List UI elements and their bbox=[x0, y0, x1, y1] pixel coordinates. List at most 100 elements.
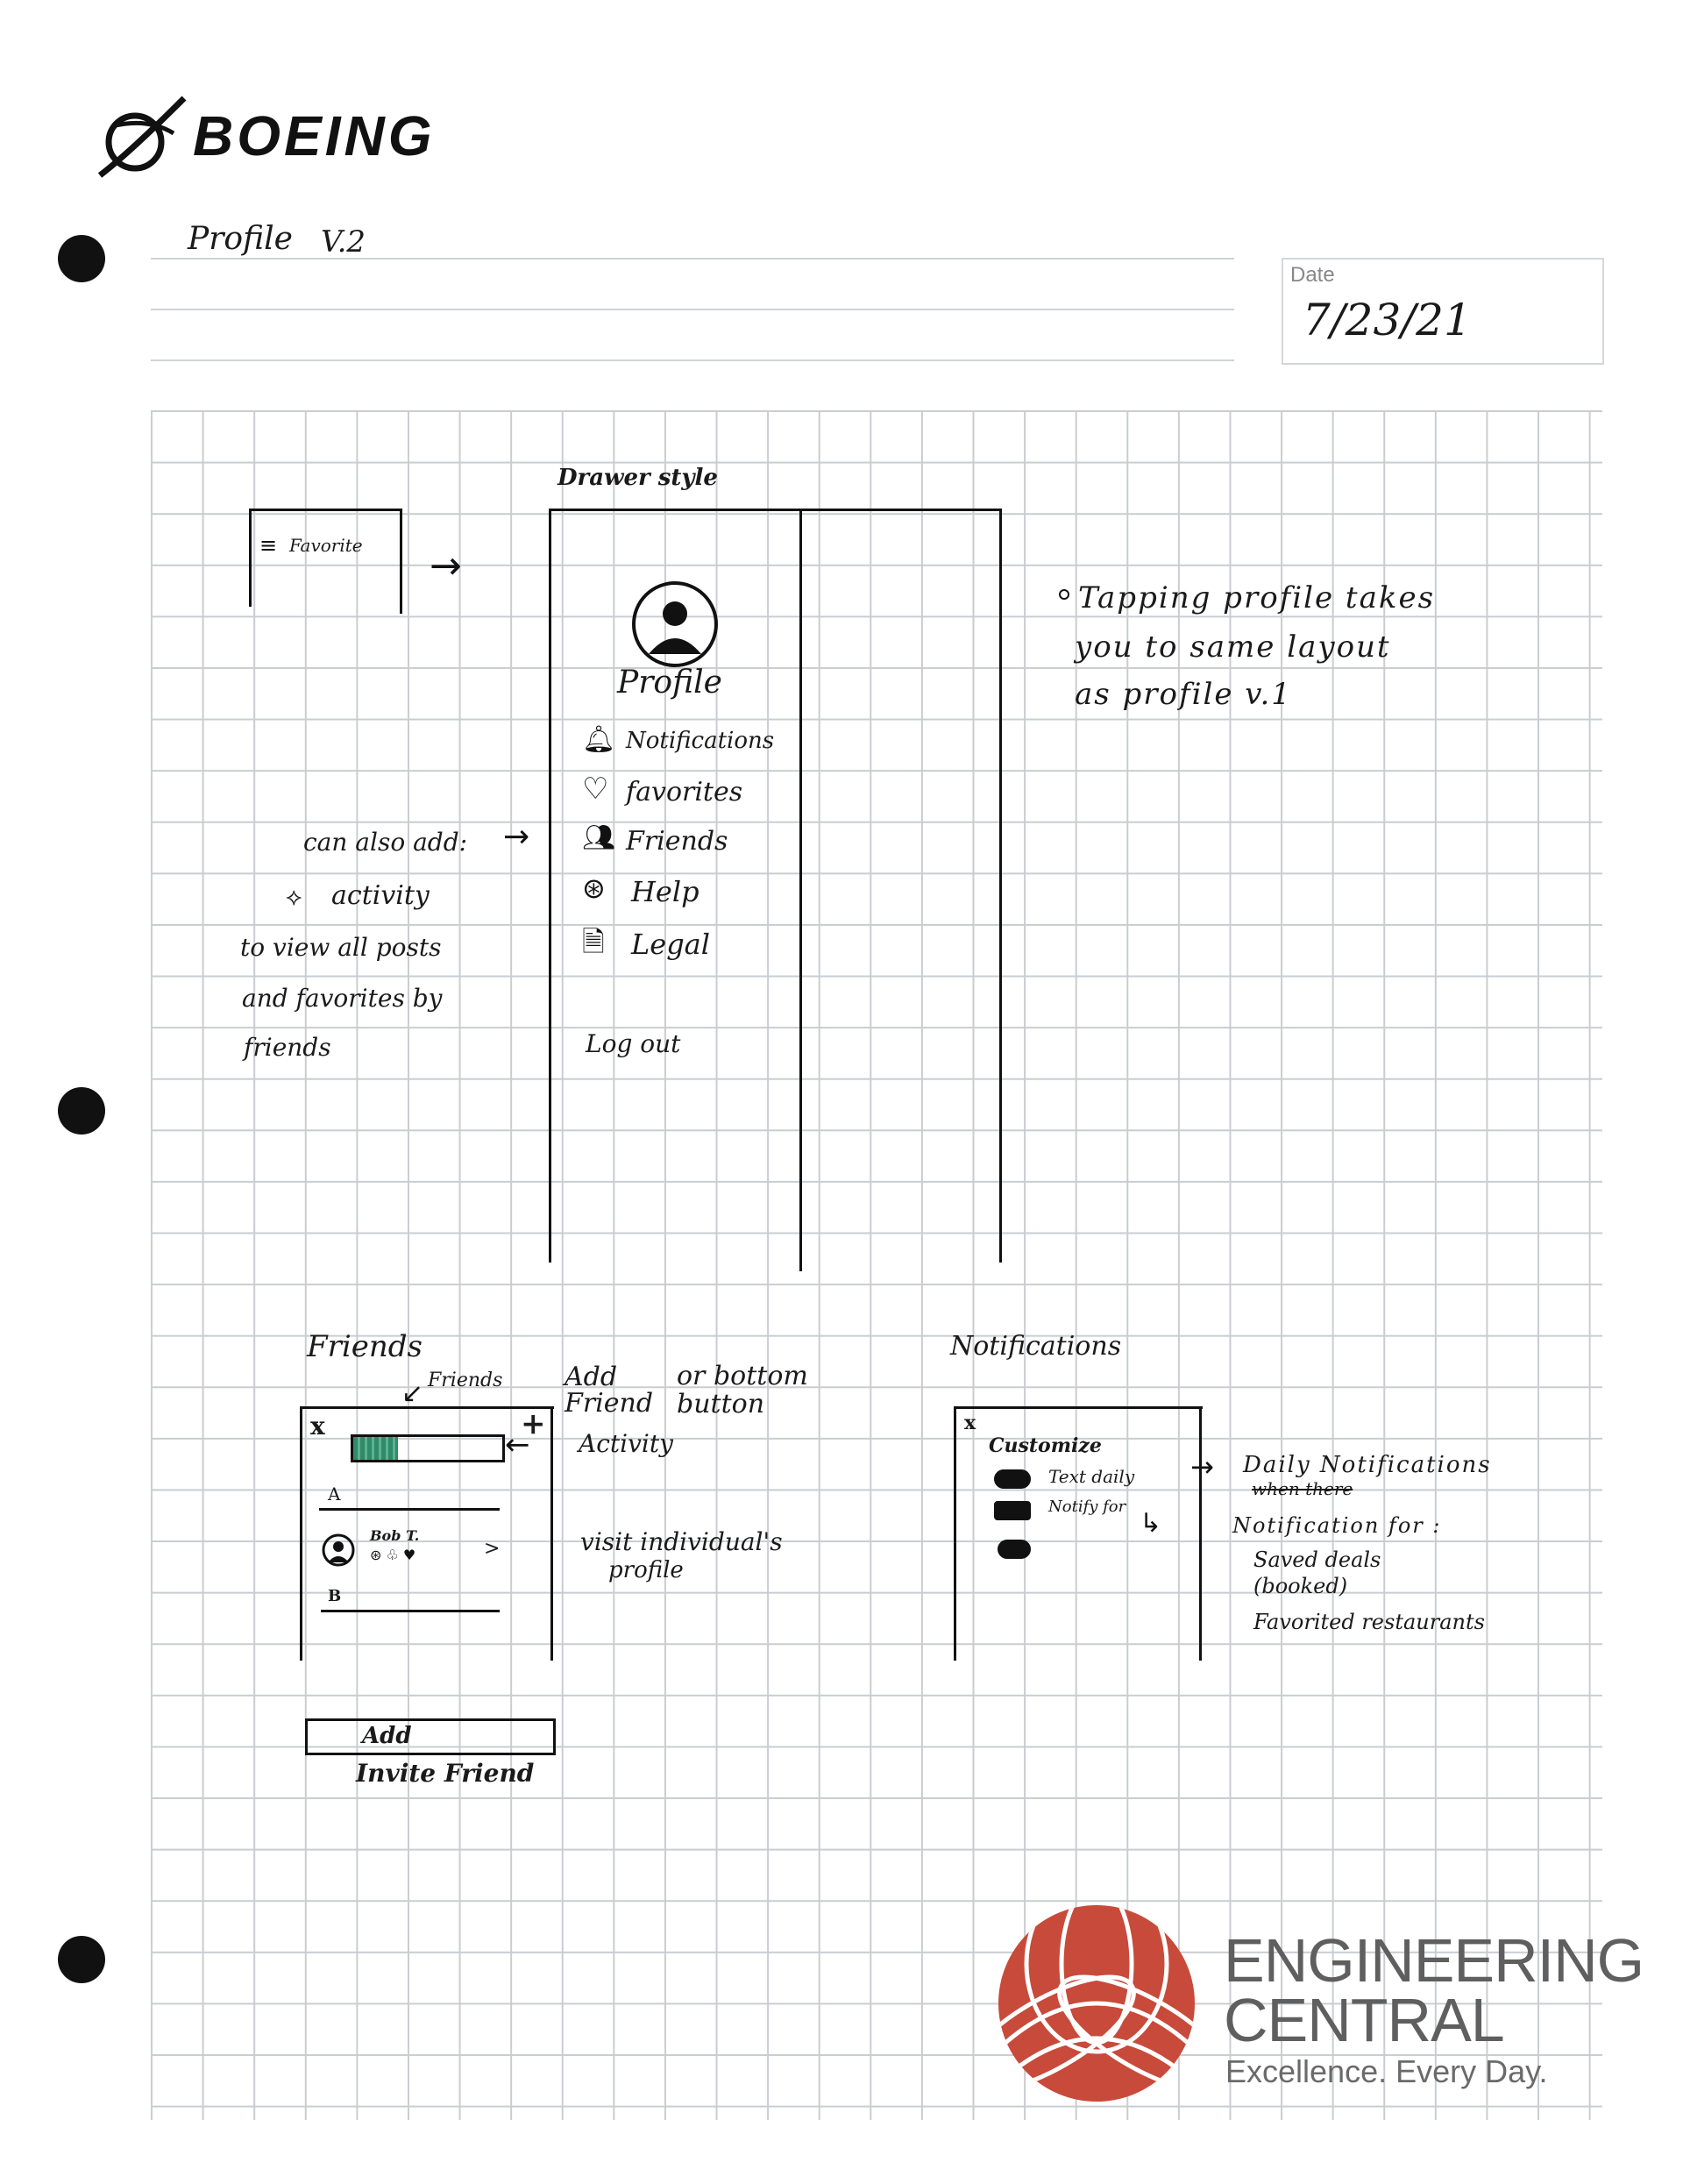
drawer-top-edge bbox=[550, 509, 1001, 511]
punch-hole-bottom bbox=[58, 1936, 105, 1983]
notify-for-arrow-icon: ↳ bbox=[1140, 1508, 1162, 1539]
date-box: Date 7/23/21 bbox=[1282, 258, 1604, 365]
graph-paper-grid bbox=[151, 410, 1602, 2120]
friends-add-icon[interactable]: + bbox=[521, 1406, 546, 1441]
notif-phone-top-edge bbox=[955, 1406, 1203, 1409]
boeing-wordmark: BOEING bbox=[193, 104, 436, 167]
page-title: Profile bbox=[188, 221, 293, 257]
friends-title: Friends bbox=[307, 1329, 423, 1364]
friend-stats-icons: ⊛ ♧ ♥ bbox=[370, 1547, 416, 1563]
avatar[interactable] bbox=[629, 579, 721, 670]
bullet-favorited-restaurants: Favorited restaurants bbox=[1253, 1610, 1485, 1634]
visit-profile-annotation-2: profile bbox=[608, 1557, 684, 1583]
punch-hole-middle bbox=[58, 1087, 105, 1135]
side-note-line-1: can also add: bbox=[303, 828, 468, 857]
customize-label: Customize bbox=[989, 1434, 1102, 1457]
people-icon: 👥︎ bbox=[582, 822, 616, 853]
toggle-switch[interactable] bbox=[994, 1469, 1031, 1489]
curved-arrow-icon: ↙ bbox=[401, 1378, 424, 1409]
notifications-title: Notifications bbox=[950, 1331, 1122, 1362]
bottom-button-annotation: or bottom button bbox=[677, 1361, 808, 1419]
toggle-switch[interactable] bbox=[998, 1540, 1031, 1559]
drawer-divider bbox=[799, 509, 802, 1271]
org-name-line-2: CENTRAL bbox=[1224, 1986, 1505, 2054]
lifebuoy-icon: ⊛ bbox=[582, 871, 606, 905]
small-phone-left-edge bbox=[249, 509, 252, 607]
add-friend-annotation: Add Friend bbox=[565, 1362, 654, 1419]
toggle-label: Notify for bbox=[1048, 1497, 1126, 1516]
notif-phone-right-edge bbox=[1199, 1406, 1202, 1661]
right-arrow-icon: → bbox=[430, 544, 462, 588]
bullet-dot bbox=[1059, 589, 1069, 600]
drawer-profile-label: Profile bbox=[617, 665, 722, 701]
bell-icon: 🔔︎ bbox=[582, 724, 616, 755]
notif-close-icon[interactable]: x bbox=[964, 1412, 976, 1434]
add-button-label: Add bbox=[362, 1723, 412, 1749]
hamburger-menu-icon[interactable]: ≡ bbox=[259, 533, 278, 558]
daily-notifications-note: Daily Notifications bbox=[1243, 1452, 1492, 1478]
logout-link[interactable]: Log out bbox=[586, 1029, 681, 1058]
drawer-menu-label: Help bbox=[631, 875, 699, 908]
notif-phone-left-edge bbox=[954, 1406, 956, 1661]
activity-arrow-icon: ← bbox=[505, 1427, 530, 1462]
small-phone-right-edge bbox=[400, 509, 402, 614]
section-a-divider bbox=[319, 1508, 500, 1511]
daily-arrow-icon: → bbox=[1190, 1450, 1214, 1483]
header-rule-1 bbox=[151, 258, 1234, 260]
drawer-menu-label: Legal bbox=[631, 928, 710, 961]
engineering-central-emblem bbox=[998, 1905, 1195, 2102]
toggle-switch[interactable] bbox=[994, 1501, 1031, 1520]
toggle-label: Text daily bbox=[1048, 1466, 1135, 1487]
drawer-menu-label: favorites bbox=[626, 777, 743, 807]
document-icon: 🗎︎ bbox=[582, 925, 605, 958]
section-b-divider bbox=[321, 1610, 500, 1612]
friends-phone-right-edge bbox=[550, 1406, 553, 1661]
friend-list-item[interactable]: Bob T. ⊛ ♧ ♥ > bbox=[321, 1527, 505, 1576]
org-name-line-1: ENGINEERING bbox=[1224, 1926, 1644, 1995]
right-note-line-1: Tapping profile takes bbox=[1078, 580, 1436, 615]
drawer-title: Drawer style bbox=[557, 465, 718, 491]
side-note-line-5: friends bbox=[244, 1033, 331, 1062]
right-note-line-3: as profile v.1 bbox=[1075, 677, 1292, 712]
friends-phone-top-edge bbox=[302, 1406, 554, 1409]
visit-profile-annotation-1: visit individual's bbox=[580, 1527, 783, 1556]
side-note-line-4: and favorites by bbox=[242, 984, 443, 1013]
activity-pulse-icon: ⟡ bbox=[286, 882, 302, 911]
date-value: 7/23/21 bbox=[1303, 295, 1472, 345]
invite-friend-label: Invite Friend bbox=[356, 1759, 535, 1788]
side-note-arrow-icon: → bbox=[503, 819, 530, 855]
friends-close-icon[interactable]: x bbox=[310, 1412, 325, 1441]
section-header-b: B bbox=[328, 1587, 342, 1605]
side-note-line-2: activity bbox=[331, 880, 430, 911]
friend-chevron-icon[interactable]: > bbox=[484, 1538, 501, 1560]
notification-for-note: Notification for : bbox=[1232, 1513, 1442, 1538]
drawer-menu-label: Notifications bbox=[626, 728, 775, 754]
strikethrough-note: when there bbox=[1252, 1478, 1353, 1499]
side-note-line-3: to view all posts bbox=[240, 933, 442, 962]
bullet-saved-deals: Saved deals (booked) bbox=[1253, 1547, 1381, 1598]
small-menu-label: Favorite bbox=[289, 535, 363, 556]
drawer-right-edge bbox=[999, 509, 1002, 1263]
heart-icon: ♡ bbox=[582, 772, 609, 807]
friend-name: Bob T. bbox=[370, 1527, 420, 1544]
section-header-a: A bbox=[328, 1483, 341, 1505]
small-phone-top-edge bbox=[249, 509, 401, 511]
drawer-left-edge bbox=[549, 509, 551, 1263]
friends-tab-active[interactable] bbox=[353, 1437, 398, 1460]
boeing-logo: BOEING bbox=[95, 91, 507, 188]
punch-hole-top bbox=[58, 235, 105, 282]
drawer-menu-label: Friends bbox=[626, 826, 728, 857]
friend-avatar bbox=[322, 1533, 355, 1567]
boeing-symbol-icon bbox=[97, 96, 187, 178]
page-version: V.2 bbox=[321, 224, 366, 260]
add-friend-button[interactable]: Add bbox=[305, 1718, 556, 1755]
activity-annotation: Activity bbox=[579, 1429, 673, 1458]
header-rule-2 bbox=[151, 309, 1234, 310]
header-rule-3 bbox=[151, 359, 1234, 361]
date-label: Date bbox=[1290, 263, 1335, 287]
org-tagline: Excellence. Every Day. bbox=[1225, 2053, 1548, 2089]
right-note-line-2: you to same layout bbox=[1075, 630, 1391, 665]
friends-phone-left-edge bbox=[300, 1406, 302, 1661]
friends-tab-annotation: Friends bbox=[428, 1369, 503, 1391]
friends-activity-tabs[interactable] bbox=[351, 1434, 505, 1462]
